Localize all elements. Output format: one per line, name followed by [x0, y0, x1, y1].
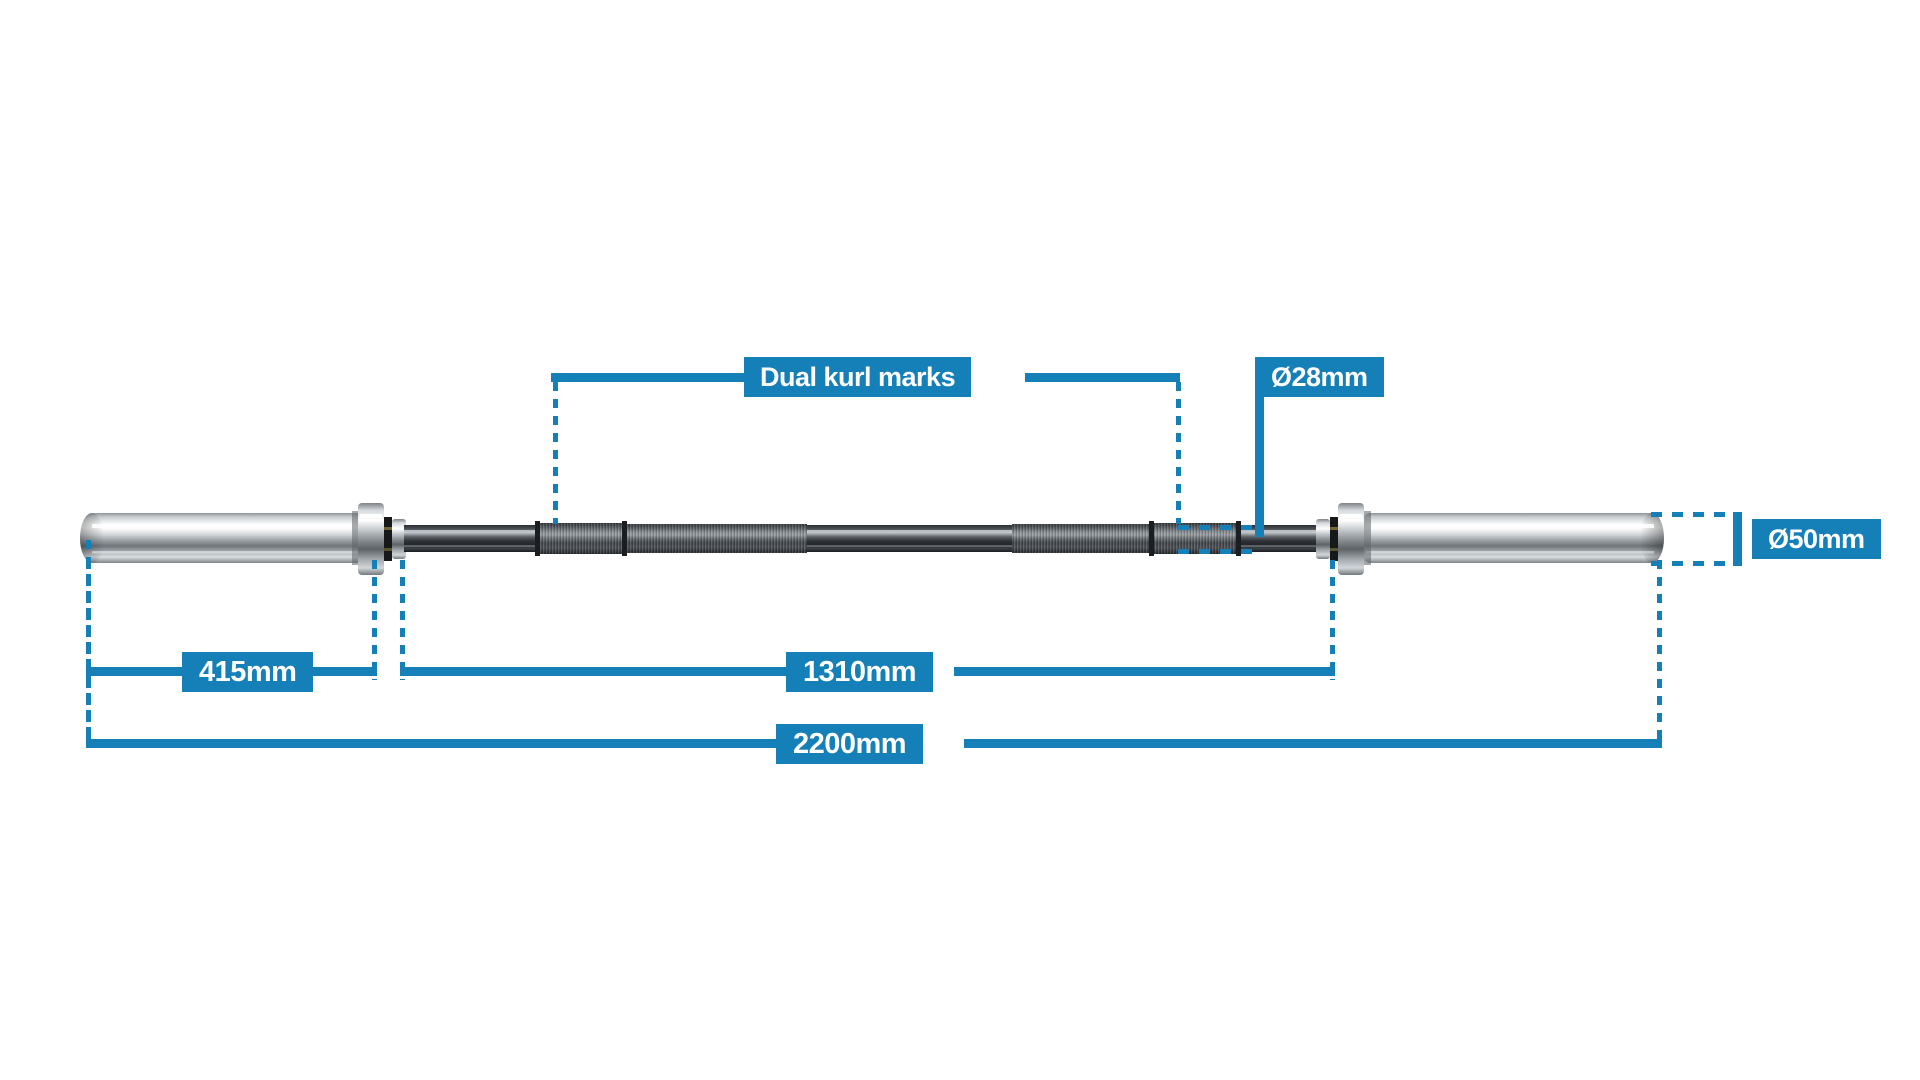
total-length-rail-right — [964, 739, 1662, 748]
left-collar — [358, 503, 406, 575]
right-knurl-grip — [1012, 524, 1152, 553]
total-length-extension-left — [86, 560, 91, 745]
shaft-length-extension-right — [1330, 560, 1335, 680]
shaft-diameter-tick-bottom — [1178, 549, 1256, 554]
dual-kurl-extension-right — [1176, 382, 1181, 524]
right-sleeve — [1364, 511, 1664, 565]
shaft-length-rail-left — [400, 667, 786, 676]
shaft-length-label: 1310mm — [786, 652, 934, 692]
dual-kurl-bracket-right — [1025, 373, 1180, 382]
sleeve-length-rail-right — [304, 667, 377, 676]
shaft-length-extension-left — [400, 560, 405, 680]
dual-kurl-marks-label: Dual kurl marks — [744, 357, 972, 397]
left-knurl-grip — [627, 524, 807, 553]
sleeve-diameter-tick-bottom — [1651, 561, 1733, 566]
sleeve-length-rail-left — [86, 667, 182, 676]
total-length-rail-left — [86, 739, 776, 748]
total-length-label: 2200mm — [776, 724, 924, 764]
sleeve-diameter-label: Ø50mm — [1752, 519, 1881, 559]
left-sleeve — [80, 511, 380, 565]
total-length-extension-right — [1657, 560, 1662, 745]
sleeve-diameter-cap — [1733, 512, 1742, 566]
sleeve-length-extension-right — [372, 560, 377, 680]
sleeve-length-label: 415mm — [182, 652, 314, 692]
shaft-diameter-leader — [1255, 357, 1264, 537]
dual-kurl-extension-left — [553, 382, 558, 524]
shaft-diameter-tick-top — [1178, 525, 1256, 530]
left-knurl-band — [535, 521, 627, 556]
shaft-length-rail-right — [954, 667, 1335, 676]
sleeve-diameter-tick-top — [1651, 512, 1733, 517]
dual-kurl-bracket-left — [551, 373, 749, 382]
right-collar — [1316, 503, 1364, 575]
shaft-diameter-label: Ø28mm — [1255, 357, 1384, 397]
